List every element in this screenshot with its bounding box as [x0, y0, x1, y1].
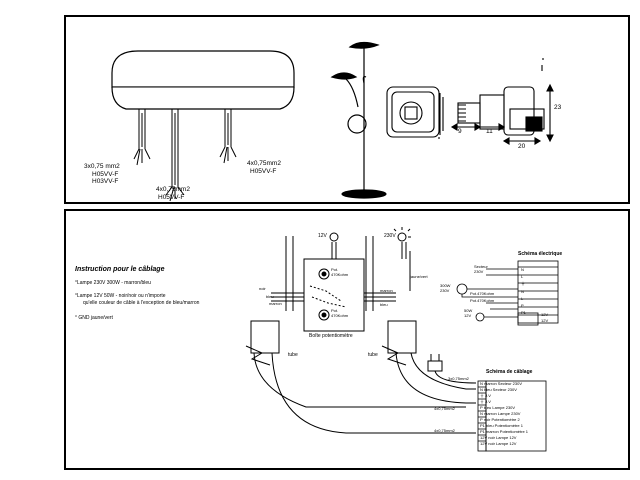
tube-left-label: tube [288, 352, 298, 358]
cable-label-left-3: H03VV-F [92, 178, 119, 185]
schema-electrique-title: Schéma électrique [518, 251, 563, 257]
secteur-label-1: Secteur [474, 264, 488, 269]
terminal-5: L [521, 295, 524, 301]
terminal-4: N [521, 288, 524, 294]
wire-noir-label: noir [259, 286, 266, 291]
cablage-row: 12V noir Lampe 12V [480, 441, 517, 446]
cablage-row: 12V noir Lampe 12V [480, 435, 517, 440]
cablage-row: ⏚ J.V [480, 399, 491, 404]
pot-a-label: Pot.470Kohm [470, 291, 495, 296]
cable-a-label: 3x0,75mm2 [448, 376, 469, 381]
cablage-row: P1 marron Potentiomètre 1 [480, 429, 529, 434]
instruction-line-2a: °Lampe 12V 50W - noir/noir ou n'importe [75, 293, 166, 299]
terminal-7: P1 [521, 310, 526, 316]
instruction-line-1: °Lampe 230V 300W - marron/bleu [75, 280, 151, 286]
instruction-line-3: ° GND jaune/vert [75, 315, 113, 321]
secteur-label-2: 230V [474, 269, 484, 274]
lamp50-label-2: 12V [464, 313, 472, 318]
cablage-row: ⏚ J.V [480, 393, 491, 398]
dimension-23: 23 [554, 104, 562, 111]
mains-plug-drawing [427, 354, 477, 384]
top-panel: 3x0,75 mm2 H05VV-F H03VV-F 4x0,75mm2 H05… [64, 15, 630, 204]
tube-lines [285, 236, 374, 311]
potentiometer-box-drawing [271, 258, 396, 332]
cablage-row: N marron Lampe 230V [480, 411, 521, 416]
bottom-panel: Instruction pour le câblage °Lampe 230V … [64, 209, 630, 470]
schema-cablage-title: Schéma de câblage [486, 369, 533, 375]
terminal-1: N [521, 267, 524, 272]
wire-marron-right-label: marron [380, 288, 393, 293]
instructions-title: Instruction pour le câblage [75, 266, 165, 273]
cablage-rows: N marron Secteur 230V N bleu Secteur 230… [480, 381, 529, 448]
wire-bleu-left-label: bleu [266, 294, 274, 299]
lamp-12v-label: 12V [318, 233, 327, 239]
terminal-3: ⏚ [521, 281, 525, 287]
cablage-row: P1 bleu Potentiomètre 1 [480, 423, 523, 428]
schema-electrique-drawing [456, 260, 559, 326]
instruction-line-2b: qu'elle couleur de câble à l'exception d… [83, 300, 200, 306]
pot2-label-2: 470Kohm [331, 313, 349, 318]
pot1-label-2: 470Kohm [331, 272, 349, 277]
terminal-list: N L ⏚ N L P P1 [521, 267, 526, 316]
lamp50-label-1: 50W [464, 308, 473, 313]
cables-drawing [133, 109, 237, 202]
terminal-6: P [521, 302, 524, 308]
tube-right-label: tube [368, 352, 378, 358]
box-title: Boîte potentiomètre [309, 333, 353, 339]
cable-label-mid-2: H05VV-F [158, 194, 185, 201]
switch-housing-drawing [111, 50, 295, 110]
wire-jaune-label: jaune/vert [410, 274, 428, 279]
junction-blocks [245, 320, 476, 434]
dimmer-switch-drawing [386, 86, 444, 139]
dimmer-side-drawing [450, 58, 554, 145]
out-b-label: 12V [541, 318, 549, 323]
lamp-12v-symbol [329, 232, 339, 259]
cable-label-right-2: H05VV-F [250, 168, 277, 175]
cablage-row: N bleu Secteur 230V [480, 387, 517, 392]
floor-lamp-drawing [330, 41, 387, 199]
cable-label-left-2: H05VV-F [92, 171, 119, 178]
pot-b-label: Pot.470Kohm [470, 298, 495, 303]
cable-b-label: 4x0,75mm2 [434, 406, 455, 411]
cable-c-label: 4x0,75mm2 [434, 428, 455, 433]
cablage-row: P bleu Lampe 230V [480, 405, 516, 410]
lamp-230v-label: 230V [384, 233, 396, 239]
schema-cablage-drawing [477, 380, 547, 452]
top-illustration [111, 41, 554, 202]
out-a-label: 12V [541, 312, 549, 317]
pot2-label-1: Pot. [331, 308, 339, 313]
cable-label-right-1: 4x0,75mm2 [247, 160, 281, 167]
dimension-20: 20 [518, 143, 526, 150]
pot1-label-1: Pot. [331, 267, 339, 272]
cable-label-mid-1: 4x0,75mm2 [156, 186, 190, 193]
wire-marron-left-label: marron [269, 301, 282, 306]
lamp300-label-2: 230V [440, 288, 450, 293]
lamp300-label-1: 300W [440, 283, 451, 288]
terminal-2: L [521, 274, 524, 280]
cable-label-left-1: 3x0,75 mm2 [84, 163, 120, 170]
dimension-9: 9 [458, 128, 462, 135]
wiring-diagram [245, 227, 559, 452]
dimension-11: 11 [486, 128, 493, 135]
wire-bleu-right-label: bleu [380, 302, 388, 307]
cablage-row: P noir Potentiomètre 2 [480, 417, 520, 422]
lamp-230v-symbol [393, 227, 411, 291]
cablage-row: N marron Secteur 230V [480, 381, 523, 386]
